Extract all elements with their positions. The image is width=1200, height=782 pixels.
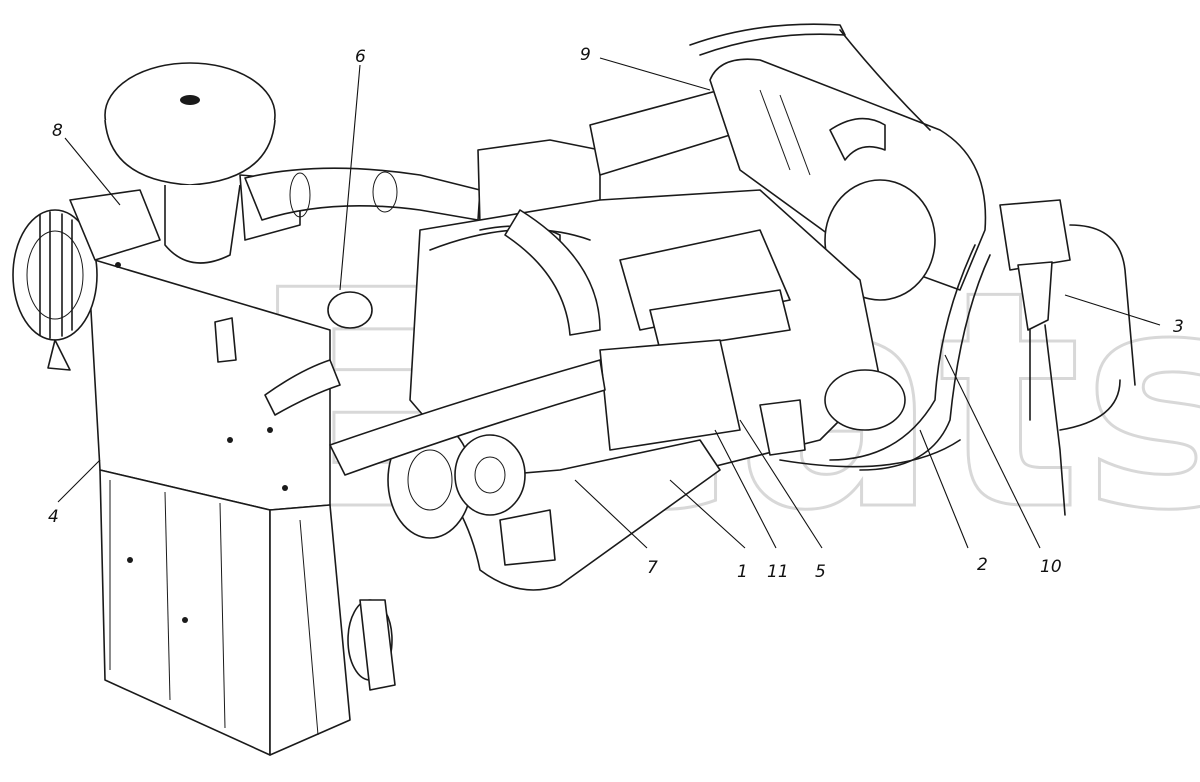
callout-labels: 1 2 3 4 5 6 7 8 9 10 11 [48, 45, 1184, 582]
air-filter [104, 62, 301, 264]
callout-11: 11 [767, 562, 789, 582]
fan-hub [12, 189, 161, 371]
callout-7: 7 [647, 558, 658, 578]
radiator [87, 257, 351, 756]
leader-5 [739, 419, 823, 549]
leader-9 [599, 57, 711, 91]
callout-6: 6 [355, 47, 366, 67]
callout-8: 8 [52, 121, 63, 141]
callout-2: 2 [977, 555, 988, 575]
muffler [689, 23, 987, 301]
intake-pipe [244, 89, 731, 226]
callout-4: 4 [48, 507, 59, 527]
callout-5: 5 [815, 562, 826, 582]
callout-9: 9 [580, 45, 591, 65]
leader-2 [919, 429, 969, 549]
fuel-filter [779, 199, 1136, 516]
leader-11 [714, 429, 777, 549]
callout-10: 10 [1040, 557, 1062, 577]
leader-6 [339, 64, 361, 291]
leader-7 [574, 479, 648, 549]
callout-3: 3 [1173, 317, 1184, 337]
leader-4 [57, 459, 101, 503]
leader-lines [57, 57, 1161, 549]
leader-1 [669, 479, 746, 549]
leader-3 [1064, 294, 1161, 326]
leader-8 [64, 137, 121, 206]
callout-1: 1 [737, 562, 748, 582]
leader-10 [944, 354, 1041, 549]
pulleys-and-hoses [264, 209, 906, 691]
